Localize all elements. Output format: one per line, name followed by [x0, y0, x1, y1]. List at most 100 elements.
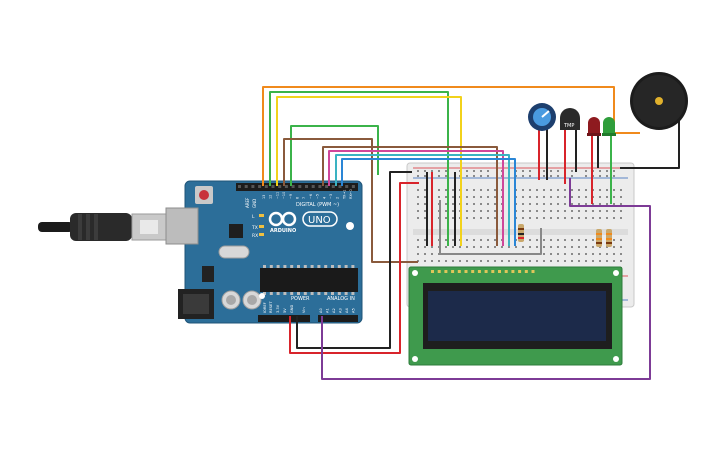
breadboard-hole[interactable] — [466, 203, 468, 205]
breadboard-hole[interactable] — [417, 175, 419, 177]
breadboard-hole[interactable] — [550, 170, 552, 172]
breadboard-hole[interactable] — [438, 170, 440, 172]
wire-green[interactable] — [269, 91, 449, 246]
breadboard-hole[interactable] — [550, 203, 552, 205]
breadboard-hole[interactable] — [571, 203, 573, 205]
breadboard-hole[interactable] — [424, 196, 426, 198]
breadboard-hole[interactable] — [620, 253, 622, 255]
breadboard-hole[interactable] — [571, 260, 573, 262]
breadboard-hole[interactable] — [452, 210, 454, 212]
breadboard-hole[interactable] — [606, 210, 608, 212]
breadboard-hole[interactable] — [494, 239, 496, 241]
breadboard-hole[interactable] — [417, 253, 419, 255]
breadboard-hole[interactable] — [613, 239, 615, 241]
breadboard-hole[interactable] — [620, 246, 622, 248]
breadboard-hole[interactable] — [438, 196, 440, 198]
breadboard-hole[interactable] — [564, 210, 566, 212]
breadboard-hole[interactable] — [529, 217, 531, 219]
breadboard-hole[interactable] — [578, 239, 580, 241]
breadboard-hole[interactable] — [578, 246, 580, 248]
breadboard-hole[interactable] — [550, 217, 552, 219]
lcd-pin[interactable] — [437, 270, 441, 273]
breadboard-hole[interactable] — [564, 217, 566, 219]
breadboard-hole[interactable] — [452, 239, 454, 241]
breadboard-hole[interactable] — [445, 196, 447, 198]
breadboard-hole[interactable] — [522, 203, 524, 205]
breadboard-hole[interactable] — [543, 175, 545, 177]
breadboard-hole[interactable] — [592, 246, 594, 248]
breadboard-hole[interactable] — [431, 246, 433, 248]
breadboard-hole[interactable] — [613, 210, 615, 212]
red-led[interactable] — [587, 117, 601, 136]
breadboard-hole[interactable] — [543, 196, 545, 198]
breadboard-hole[interactable] — [494, 260, 496, 262]
breadboard-hole[interactable] — [557, 260, 559, 262]
breadboard-hole[interactable] — [606, 170, 608, 172]
breadboard-hole[interactable] — [417, 196, 419, 198]
power-header[interactable] — [258, 315, 310, 322]
breadboard-hole[interactable] — [473, 217, 475, 219]
header-hole[interactable] — [244, 185, 248, 188]
breadboard-hole[interactable] — [557, 189, 559, 191]
breadboard-hole[interactable] — [564, 239, 566, 241]
breadboard-hole[interactable] — [557, 210, 559, 212]
breadboard-hole[interactable] — [585, 260, 587, 262]
breadboard-hole[interactable] — [529, 170, 531, 172]
breadboard-hole[interactable] — [445, 210, 447, 212]
breadboard-hole[interactable] — [445, 246, 447, 248]
breadboard-hole[interactable] — [473, 170, 475, 172]
lcd-pin[interactable] — [471, 270, 475, 273]
breadboard-hole[interactable] — [424, 189, 426, 191]
breadboard-hole[interactable] — [543, 170, 545, 172]
breadboard-hole[interactable] — [522, 246, 524, 248]
header-hole[interactable] — [284, 185, 288, 188]
breadboard-hole[interactable] — [473, 210, 475, 212]
breadboard-hole[interactable] — [620, 239, 622, 241]
breadboard-hole[interactable] — [571, 189, 573, 191]
breadboard-hole[interactable] — [473, 189, 475, 191]
breadboard-hole[interactable] — [452, 189, 454, 191]
breadboard-hole[interactable] — [480, 203, 482, 205]
breadboard-hole[interactable] — [480, 217, 482, 219]
wire-red-5v[interactable] — [289, 182, 419, 354]
breadboard-hole[interactable] — [564, 196, 566, 198]
breadboard-hole[interactable] — [606, 246, 608, 248]
breadboard-hole[interactable] — [424, 170, 426, 172]
breadboard-hole[interactable] — [599, 170, 601, 172]
breadboard-hole[interactable] — [501, 246, 503, 248]
header-hole[interactable] — [264, 185, 268, 188]
breadboard-hole[interactable] — [529, 260, 531, 262]
breadboard-hole[interactable] — [487, 246, 489, 248]
breadboard-hole[interactable] — [424, 217, 426, 219]
header-hole[interactable] — [331, 185, 335, 188]
breadboard-hole[interactable] — [571, 246, 573, 248]
breadboard-hole[interactable] — [473, 175, 475, 177]
breadboard-hole[interactable] — [571, 239, 573, 241]
lcd-pin[interactable] — [491, 270, 495, 273]
breadboard-hole[interactable] — [585, 175, 587, 177]
breadboard-hole[interactable] — [459, 246, 461, 248]
breadboard-hole[interactable] — [424, 239, 426, 241]
breadboard-hole[interactable] — [445, 239, 447, 241]
lcd-pin[interactable] — [511, 270, 515, 273]
breadboard-hole[interactable] — [452, 217, 454, 219]
breadboard-hole[interactable] — [480, 196, 482, 198]
breadboard-hole[interactable] — [543, 189, 545, 191]
wire-brown-2[interactable] — [322, 146, 498, 246]
breadboard-hole[interactable] — [571, 170, 573, 172]
breadboard-hole[interactable] — [438, 175, 440, 177]
breadboard-hole[interactable] — [417, 239, 419, 241]
breadboard-hole[interactable] — [606, 260, 608, 262]
breadboard-hole[interactable] — [480, 170, 482, 172]
resistor[interactable] — [596, 229, 602, 247]
breadboard-hole[interactable] — [473, 246, 475, 248]
header-hole[interactable] — [351, 185, 355, 188]
breadboard-hole[interactable] — [543, 253, 545, 255]
breadboard-hole[interactable] — [571, 253, 573, 255]
lcd-pin[interactable] — [457, 270, 461, 273]
header-hole[interactable] — [311, 185, 315, 188]
breadboard-hole[interactable] — [536, 210, 538, 212]
breadboard-hole[interactable] — [557, 196, 559, 198]
breadboard-hole[interactable] — [487, 260, 489, 262]
breadboard-hole[interactable] — [620, 210, 622, 212]
